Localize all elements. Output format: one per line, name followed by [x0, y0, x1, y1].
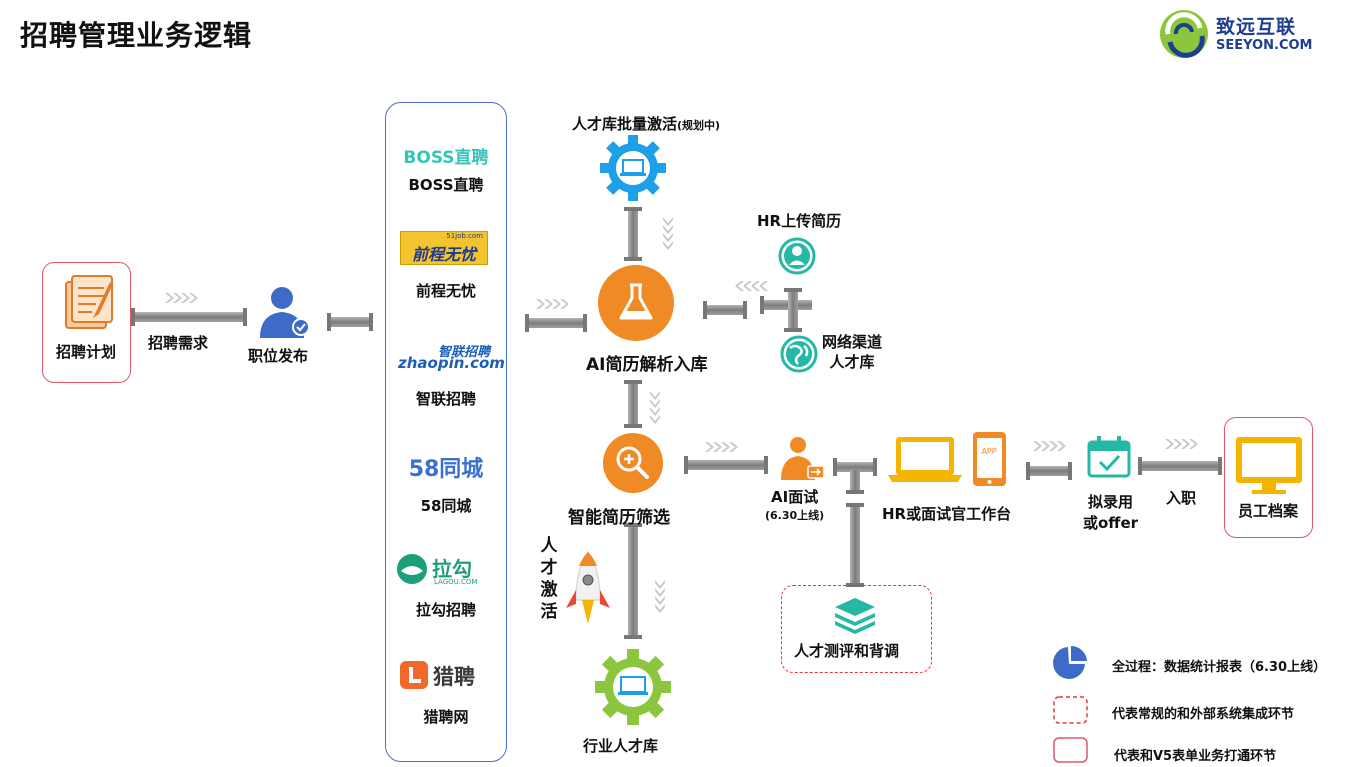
- arrow-right-icon: [705, 442, 738, 452]
- pipe-publish-to-platforms: [327, 313, 373, 331]
- platform-name: 拉勾招聘: [415, 601, 476, 619]
- pie-chart-icon: [1053, 645, 1087, 679]
- pipe-plan-to-publish: [131, 308, 247, 326]
- lagou-logo-text: 拉勾: [432, 557, 472, 581]
- liepin-logo: 猎聘: [400, 661, 500, 691]
- brand-logo: 致远互联 SEEYON.COM: [1158, 8, 1338, 60]
- network-channel-label: 网络渠道 人才库: [822, 332, 882, 372]
- brand-name-cn: 致远互联: [1216, 16, 1297, 38]
- legend-item: 代表和V5表单业务打通环节: [1114, 749, 1277, 764]
- gear-laptop-icon: [595, 649, 671, 725]
- pipe-filter-to-interview: [684, 456, 768, 474]
- platform-name: 猎聘网: [423, 708, 469, 726]
- pipe-filter-to-pool: [624, 523, 642, 639]
- laptop-icon: [888, 437, 962, 482]
- tongcheng-logo: 58同城: [408, 457, 484, 482]
- arrow-right-icon: [1165, 439, 1198, 449]
- qiancheng-logo: 51job.com 前程无忧: [400, 231, 488, 265]
- calendar-check-icon: [1087, 436, 1131, 478]
- employee-file-label: 员工档案: [1237, 502, 1298, 520]
- qiancheng-url: 51job.com: [446, 232, 483, 240]
- platform-list: BOSS直聘 BOSS直聘 51job.com 前程无忧 前程无忧 智联招聘 z…: [385, 102, 507, 762]
- legend-solid-box: [1053, 737, 1088, 763]
- platform-name: 智联招聘: [415, 390, 476, 408]
- pipe-parse-to-hr: [703, 301, 747, 319]
- industry-pool-label: 行业人才库: [583, 737, 659, 755]
- flask-icon: [598, 265, 674, 341]
- page-title: 招聘管理业务逻辑: [20, 19, 253, 52]
- platform-name: 前程无忧: [415, 282, 476, 300]
- talent-batch-activate-text: 人才库批量激活: [572, 115, 678, 133]
- platform-name: 58同城: [420, 497, 472, 515]
- ai-interview-label: AI面试: [771, 488, 819, 506]
- hr-workbench-label: HR或面试官工作台: [882, 505, 1012, 523]
- ai-interview-note: (6.30上线): [765, 509, 825, 522]
- liepin-logo-text: 猎聘: [433, 665, 475, 689]
- arrow-down-icon: [663, 217, 673, 250]
- hire-offer-line1: 拟录用: [1088, 493, 1134, 511]
- globe-icon: [780, 335, 818, 373]
- qiancheng-logo-text: 前程无忧: [411, 245, 476, 264]
- app-label: APP: [981, 447, 997, 456]
- pipe-t-interview-workbench: [833, 458, 877, 494]
- arrow-right-icon: [165, 293, 198, 303]
- network-channel-line2: 人才库: [829, 353, 875, 371]
- hire-offer-label: 拟录用 或offer: [1083, 492, 1138, 534]
- recruit-plan-box: [42, 262, 131, 383]
- pipe-workbench-to-offer: [1026, 462, 1072, 480]
- job-publish-label: 职位发布: [248, 347, 309, 365]
- pipe-to-assessment: [846, 503, 864, 587]
- talent-activate-label: 人才激活: [540, 536, 558, 622]
- legend-item: 全过程：数据统计报表（6.30上线）: [1112, 660, 1327, 675]
- layers-icon: [835, 598, 875, 634]
- arrow-right-icon: [536, 299, 569, 309]
- user-check-icon: [260, 287, 310, 338]
- platform-name: BOSS直聘: [408, 176, 484, 194]
- zhilian-logo-text: 智联招聘: [438, 345, 491, 360]
- pipe-platforms-to-parse: [525, 314, 587, 332]
- hire-offer-line2: 或offer: [1083, 514, 1139, 532]
- talent-batch-activate-label: 人才库批量激活(规划中): [572, 113, 720, 134]
- arrow-right-icon: [1033, 441, 1066, 451]
- recruit-plan-label: 招聘计划: [55, 343, 116, 361]
- talent-assess-label: 人才测评和背调: [794, 642, 900, 660]
- arrow-left-icon: [735, 281, 768, 291]
- magnifier-icon: [603, 433, 663, 493]
- smart-filter-label: 智能简历筛选: [568, 508, 670, 528]
- arrow-down-icon: [655, 580, 665, 613]
- monitor-icon: [1236, 437, 1302, 494]
- hr-upload-label: HR上传简历: [757, 212, 842, 230]
- zhilian-url: zhaopin.com: [398, 354, 505, 372]
- rocket-icon: [566, 550, 610, 624]
- legend-dashed-box: [1053, 696, 1088, 724]
- recruit-demand-label: 招聘需求: [148, 334, 209, 352]
- user-circle-icon: [778, 237, 816, 275]
- arrow-down-icon: [650, 391, 660, 424]
- legend-item: 代表常规的和外部系统集成环节: [1112, 707, 1295, 722]
- pipe-offer-to-employee: [1138, 457, 1222, 475]
- seeyon-logo-icon: [1160, 10, 1208, 58]
- lagou-icon: [397, 554, 427, 584]
- employee-file-box: [1224, 417, 1313, 538]
- ai-parse-label: AI简历解析入库: [586, 355, 708, 375]
- user-arrow-icon: [781, 437, 825, 480]
- lagou-url: LAGOU.COM: [434, 578, 478, 586]
- network-channel-line1: 网络渠道: [822, 333, 883, 351]
- pipe-t-hr-network: [760, 288, 812, 332]
- brand-name-en: SEEYON.COM: [1216, 38, 1313, 53]
- zhilian-logo: 智联招聘 zhaopin.com: [398, 341, 505, 373]
- mobile-app-icon: [973, 432, 1006, 486]
- document-icon: [65, 275, 113, 329]
- pipe-parse-to-filter: [624, 380, 642, 428]
- lagou-logo: 拉勾 LAGOU.COM: [396, 553, 496, 589]
- onboard-label: 入职: [1166, 489, 1197, 507]
- gear-laptop-icon: [600, 135, 666, 201]
- boss-logo: BOSS直聘: [403, 148, 489, 168]
- pipe-batch-to-parse: [624, 207, 642, 261]
- talent-batch-activate-note: (规划中): [677, 119, 721, 132]
- talent-assess-box: [781, 585, 932, 673]
- liepin-icon: [400, 661, 428, 689]
